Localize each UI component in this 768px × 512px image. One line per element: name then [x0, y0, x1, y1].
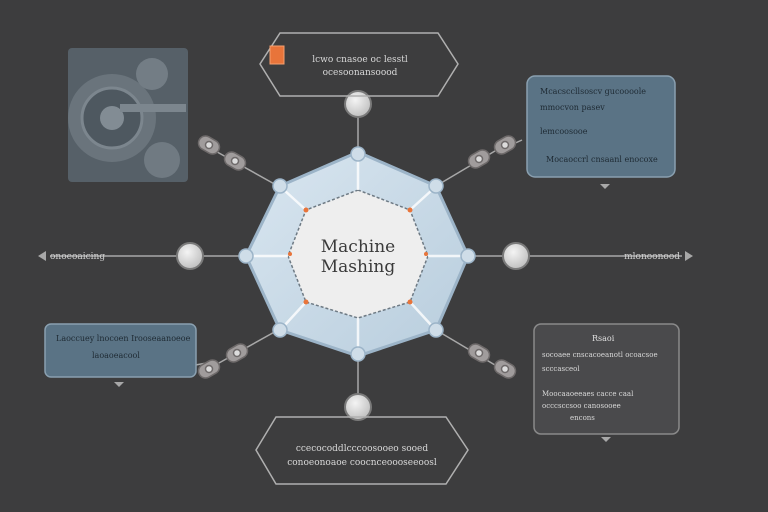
- callout-top: lcwo cnasoe oc lesstl ocesoonansoood: [259, 32, 459, 97]
- hub-title-line1: Machine: [321, 237, 395, 257]
- callout-top-right-line1: Mcacsccllsoscv gucoooole: [540, 87, 646, 96]
- node-right[interactable]: [502, 242, 530, 270]
- side-label-right: mlonoonood: [624, 252, 680, 262]
- callout-top-right: Mcacsccllsoscv gucoooole mmocvon pasev l…: [526, 75, 676, 178]
- chain-link-bottom-left-icon: [197, 343, 249, 379]
- hub-title-line2: Mashing: [321, 257, 396, 277]
- machine-image: [68, 48, 188, 182]
- node-bottom[interactable]: [344, 393, 372, 421]
- hub-accent-dots: [288, 207, 428, 305]
- callout-top-right-line3: lemcoosooe: [540, 127, 588, 136]
- callout-bottom-line1: ccecocoddlcccoosooeo sooed: [296, 444, 429, 454]
- hub-spokes: [252, 158, 462, 350]
- callout-top-line1: lcwo cnasoe oc lesstl: [312, 55, 408, 65]
- chain-link-top-right-icon: [467, 135, 517, 169]
- node-top[interactable]: [344, 90, 372, 118]
- side-label-left: onoeoaicing: [50, 252, 105, 262]
- chain-link-top-left-icon: [197, 135, 247, 171]
- callout-right-lower-line3: Moocaaoeeaes cacce caal: [542, 390, 634, 398]
- callout-right-lower-line4: occcsccsoo canosooee: [542, 402, 621, 410]
- arrow-heads: [38, 184, 693, 442]
- chain-link-bottom-right-icon: [467, 343, 517, 379]
- callout-top-right-line4: Mocaoccrl cnsaanl enocoxe: [546, 155, 658, 164]
- callout-right-lower-line1: socoaee cnscacoeanotl ocoacsoe: [542, 351, 658, 359]
- hub-inner-panel: [287, 189, 429, 319]
- node-buttons[interactable]: [176, 90, 530, 421]
- callout-right-lower-title: Rsaoi: [592, 334, 615, 343]
- callout-left: Laoccuey lnocoen Irooseaanoeoe laoaoeaco…: [44, 323, 197, 378]
- callout-right-lower-line2: scccasceol: [542, 365, 580, 373]
- callout-top-line2: ocesoonansoood: [323, 68, 398, 78]
- callout-left-line2: laoaoeacool: [92, 351, 140, 360]
- node-left[interactable]: [176, 242, 204, 270]
- callout-right-lower: Rsaoi socoaee cnscacoeanotl ocoacsoe scc…: [533, 323, 680, 435]
- chain-link-icons: [197, 135, 517, 379]
- callout-right-lower-line5: encons: [570, 414, 595, 422]
- hub-vertex-nodes: [238, 146, 476, 362]
- callout-bottom: ccecocoddlcccoosooeo sooed conoeonoaoe c…: [255, 416, 469, 485]
- callout-top-right-line2: mmocvon pasev: [540, 103, 605, 112]
- callout-bottom-line2: conoeonoaoe coocnceoooseeoosl: [287, 458, 437, 468]
- orange-flag-icon: [269, 45, 285, 65]
- center-hub[interactable]: Machine Mashing: [238, 146, 476, 362]
- callout-left-line1: Laoccuey lnocoen Irooseaanoeoe: [56, 334, 191, 343]
